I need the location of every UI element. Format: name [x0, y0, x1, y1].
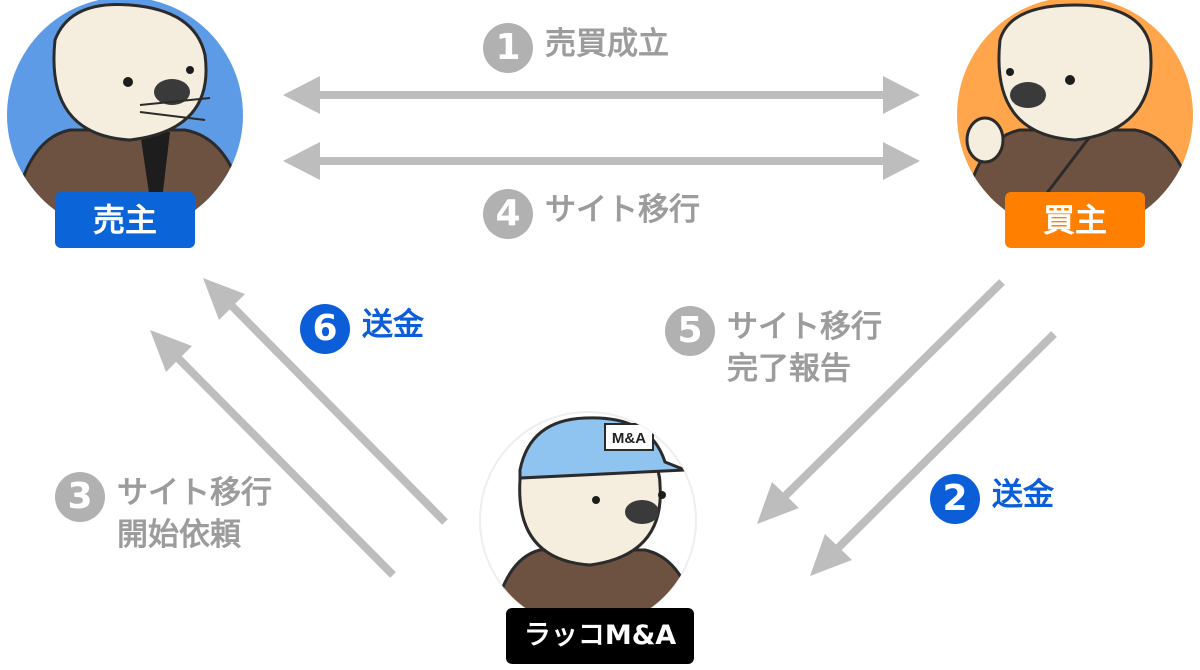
- step-number-badge: 3: [55, 472, 105, 522]
- step-label: 送金: [992, 474, 1054, 516]
- agent-badge: ラッコM&A: [506, 608, 694, 664]
- buyer-badge: 買主: [1005, 192, 1145, 248]
- step-label: 送金: [362, 304, 424, 346]
- step-number-badge: 6: [300, 304, 350, 354]
- seller-badge: 売主: [55, 192, 195, 248]
- step-5: 5 サイト移行 完了報告: [665, 306, 882, 390]
- step-6: 6 送金: [300, 304, 424, 354]
- cap-label: M&A: [612, 430, 646, 447]
- step-label: サイト移行 完了報告: [727, 306, 882, 390]
- step-label: サイト移行 開始依頼: [117, 472, 272, 556]
- step-number-badge: 1: [483, 23, 533, 73]
- step-number-badge: 5: [665, 306, 715, 356]
- step-number-badge: 4: [483, 189, 533, 239]
- agent-avatar: M&A: [480, 412, 700, 640]
- arrow-site-transfer: [283, 142, 920, 180]
- step-4: 4 サイト移行: [483, 189, 700, 239]
- arrow-sale-agreement: [283, 76, 920, 114]
- step-label: 売買成立: [545, 23, 669, 65]
- step-1: 1 売買成立: [483, 23, 669, 73]
- step-2: 2 送金: [930, 474, 1054, 524]
- step-label: サイト移行: [545, 189, 700, 231]
- step-number-badge: 2: [930, 474, 980, 524]
- step-3: 3 サイト移行 開始依頼: [55, 472, 272, 556]
